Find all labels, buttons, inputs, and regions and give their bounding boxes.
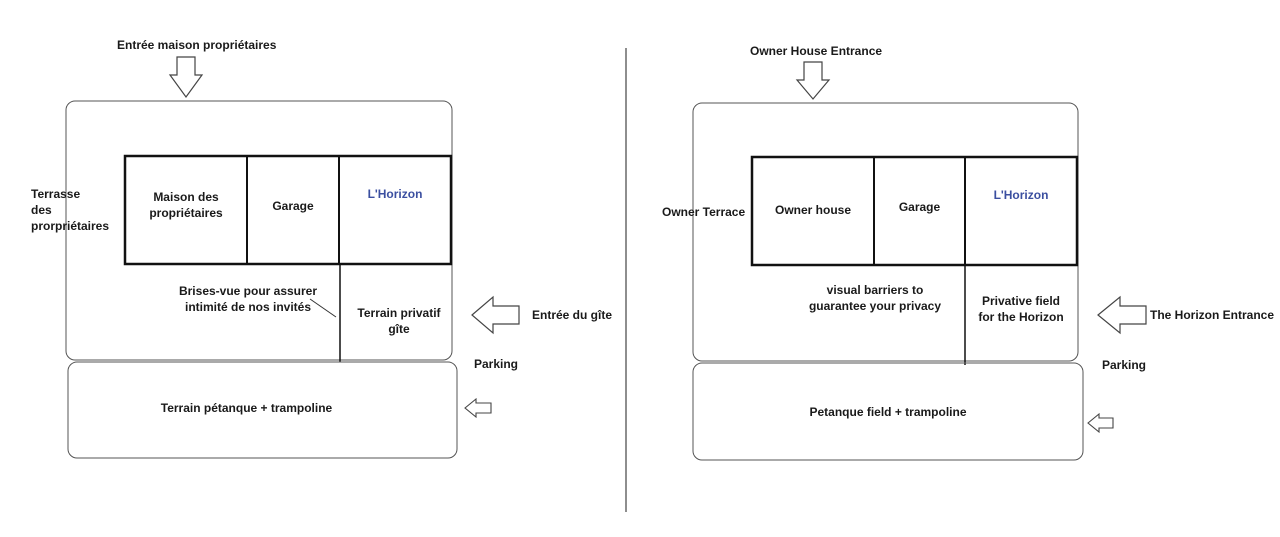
fr-terrace-label: Terrasse des prorpriétaires [31, 187, 110, 233]
en-side-entrance-label: The Horizon Entrance [1150, 308, 1275, 322]
fr-garage-label: Garage [272, 199, 314, 213]
en-terrace-label: Owner Terrace [662, 205, 746, 219]
en-parking-arrow-icon [1087, 412, 1114, 434]
fr-private-field-label: Terrain privatif gîte [357, 306, 441, 336]
fr-parking-label: Parking [474, 357, 519, 371]
en-private-field-label: Privative field for the Horizon [978, 294, 1064, 324]
fr-owner-house-label: Maison des propriétaires [149, 190, 223, 220]
en-parking-label: Parking [1102, 358, 1147, 372]
fr-petanque-label: Terrain pétanque + trampoline [160, 401, 333, 415]
en-petanque-area [692, 362, 1084, 461]
fr-side-entrance-arrow-icon [471, 295, 520, 335]
fr-barrier-pointer [309, 298, 337, 318]
en-top-entrance-label: Owner House Entrance [750, 44, 883, 58]
en-buildings-block [750, 155, 1079, 267]
en-horizon-label: L'Horizon [993, 188, 1049, 202]
fr-barriers-label: Brises-vue pour assurer intimité de nos … [178, 284, 318, 314]
en-barriers-label: visual barriers to guarantee your privac… [808, 283, 942, 313]
fr-top-entrance-arrow-icon [168, 56, 204, 99]
en-garage-label: Garage [898, 200, 941, 214]
fr-parking-arrow-icon [464, 397, 492, 419]
en-side-entrance-arrow-icon [1097, 295, 1147, 335]
en-petanque-label: Petanque field + trampoline [809, 405, 967, 419]
en-owner-house-label: Owner house [774, 203, 851, 217]
fr-top-entrance-label: Entrée maison propriétaires [117, 38, 277, 52]
en-top-entrance-arrow-icon [795, 61, 831, 100]
fr-side-entrance-label: Entrée du gîte [532, 308, 613, 322]
fr-buildings-block [123, 154, 453, 266]
fr-petanque-area [67, 361, 458, 459]
fr-horizon-label: L'Horizon [367, 187, 423, 201]
